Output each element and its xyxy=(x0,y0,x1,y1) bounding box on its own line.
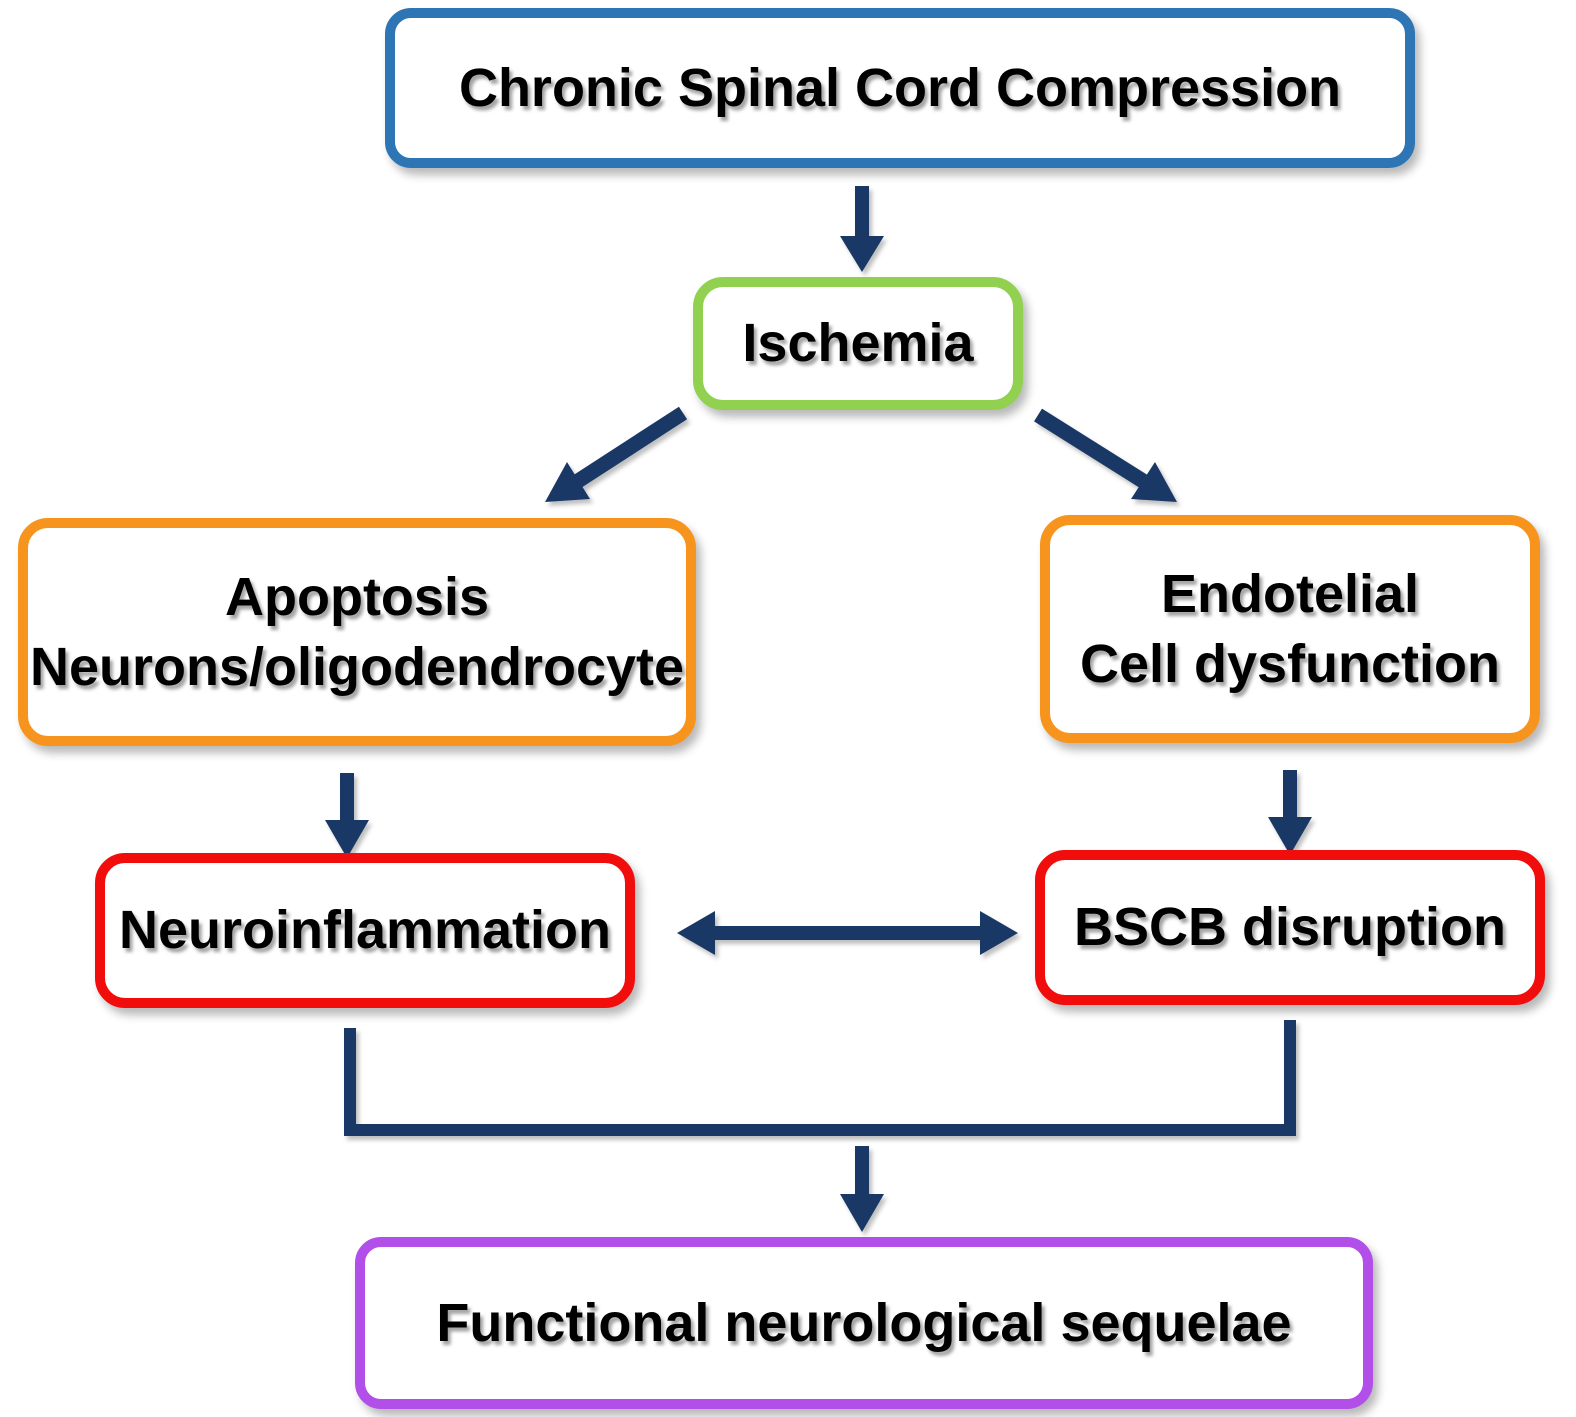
node-sequelae-label: Functional neurological sequelae xyxy=(436,1292,1292,1353)
merge-connector xyxy=(344,1020,1296,1136)
arrow-apoptosis-to-neuroinflammation xyxy=(325,773,369,858)
node-chronic-spinal-cord-compression-label: Chronic Spinal Cord Compression xyxy=(458,57,1342,118)
arrow-endothelial-to-bscb xyxy=(1268,770,1312,855)
double-arrow-neuroinflammation-bscb xyxy=(677,911,1018,955)
node-neuroinflammation-label: Neuroinflammation xyxy=(118,900,612,961)
node-ischemia: Ischemia xyxy=(693,277,1023,410)
node-bscb-disruption: BSCB disruption xyxy=(1035,850,1545,1005)
node-bscb-label: BSCB disruption xyxy=(1074,897,1506,958)
arrow-ischemia-to-endothelial-shaft xyxy=(1034,408,1147,488)
arrow-merge-to-sequelae xyxy=(840,1146,884,1232)
node-apoptosis-label-line1: Apoptosis xyxy=(225,566,489,627)
node-endotelial-cell-dysfunction: Endotelial Cell dysfunction xyxy=(1040,515,1540,743)
arrow-ischemia-to-endothelial-head xyxy=(1131,462,1177,502)
node-ischemia-label: Ischemia xyxy=(742,313,974,374)
node-functional-neurological-sequelae: Functional neurological sequelae xyxy=(355,1237,1373,1409)
node-endothelial-label-line1: Endotelial xyxy=(1160,563,1420,624)
node-endothelial-label-line2: Cell dysfunction xyxy=(1079,634,1501,694)
arrow-ischemia-to-apoptosis-head xyxy=(545,462,590,502)
node-apoptosis-neurons-oligodendrocyte: Apoptosis Neurons/oligodendrocyte xyxy=(18,518,696,746)
arrow-ischemia-to-apoptosis-shaft xyxy=(573,406,688,488)
node-apoptosis-label-line2: Neurons/oligodendrocyte xyxy=(29,637,685,697)
arrow-compression-to-ischemia xyxy=(840,186,884,272)
node-chronic-spinal-cord-compression: Chronic Spinal Cord Compression xyxy=(385,8,1415,168)
node-neuroinflammation: Neuroinflammation xyxy=(95,853,635,1008)
